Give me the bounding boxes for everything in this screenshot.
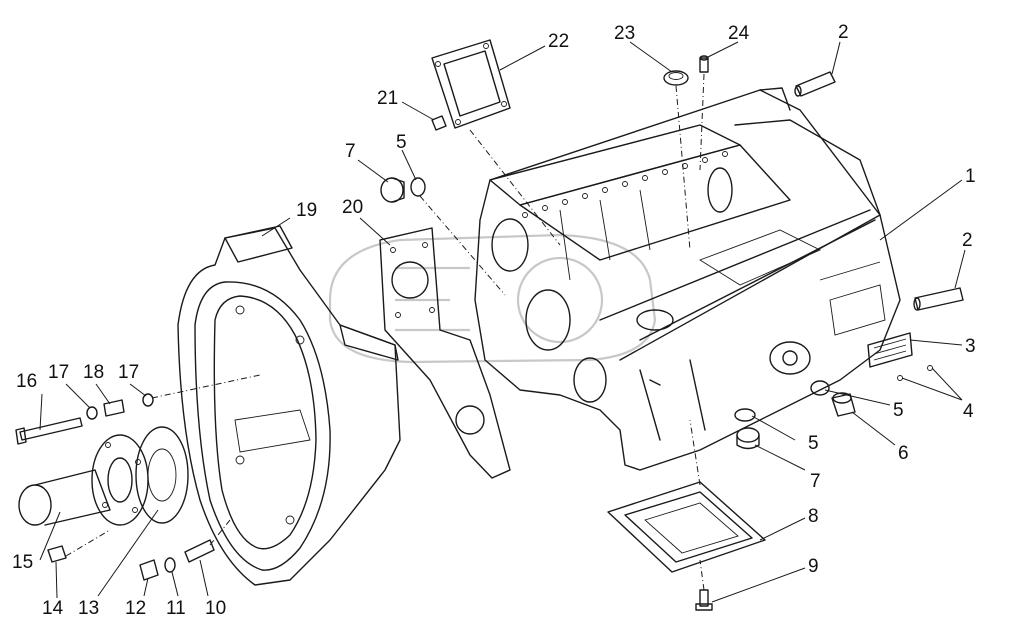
- spacer-18: [103, 399, 125, 417]
- leader-lines: [39, 41, 966, 603]
- callout-23: 23: [614, 23, 635, 44]
- callout-18: 18: [83, 362, 104, 383]
- bottom-cover: [607, 481, 766, 573]
- nameplate: [867, 332, 913, 368]
- nut-14: [47, 545, 67, 563]
- pin-24: [699, 55, 709, 73]
- plug-23: [663, 70, 689, 86]
- transmission-housing: [474, 87, 901, 471]
- bolt-21: [431, 115, 447, 131]
- drain-plug-upper: [380, 177, 405, 203]
- callout-13: 13: [78, 598, 99, 619]
- callout-7-upper: 7: [345, 141, 356, 162]
- washer-lower: [734, 408, 756, 422]
- callout-10: 10: [205, 598, 226, 619]
- callout-14: 14: [42, 598, 64, 619]
- callout-12: 12: [125, 598, 146, 619]
- washer-11: [164, 557, 176, 573]
- nut-12: [139, 559, 159, 581]
- clutch-housing: [177, 225, 401, 586]
- callout-17-left: 17: [48, 362, 69, 383]
- callout-5-lower: 5: [808, 433, 819, 454]
- callout-24: 24: [728, 23, 750, 44]
- drain-plug-lower: [736, 427, 760, 450]
- callout-8: 8: [808, 506, 819, 527]
- callout-4: 4: [963, 401, 974, 422]
- callout-labels: 1 2 2 3 4 5 5 5 6 7 7 8 9 10 11 12 13 14…: [12, 22, 976, 619]
- callout-16: 16: [16, 371, 37, 392]
- top-cover-gasket: [431, 39, 511, 129]
- input-shaft-bearing-cover: [18, 434, 149, 526]
- bolt-16: [15, 417, 83, 445]
- callout-15: 15: [12, 552, 33, 573]
- dowel-pin-right: [913, 287, 964, 311]
- callout-1: 1: [965, 166, 976, 187]
- washer-17-right: [142, 393, 154, 407]
- callout-7-lower: 7: [810, 471, 821, 492]
- callout-2-top: 2: [838, 22, 849, 43]
- front-gasket: [379, 227, 511, 479]
- stud-10: [184, 539, 215, 563]
- filler-plug: [831, 392, 856, 417]
- dowel-pin-top: [794, 71, 836, 97]
- assembly-axes: [65, 73, 705, 591]
- callout-17-right: 17: [118, 362, 139, 383]
- bolt-9: [695, 589, 713, 611]
- washer-17-left: [86, 406, 98, 420]
- washer-right: [810, 380, 830, 396]
- callout-3: 3: [965, 336, 976, 357]
- callout-19: 19: [296, 200, 317, 221]
- washer-upper: [410, 177, 426, 197]
- callout-11: 11: [166, 598, 186, 619]
- watermark-logo: [328, 233, 657, 364]
- callout-5-right: 5: [893, 400, 904, 421]
- callout-20: 20: [342, 197, 363, 218]
- front-cover-gasket: [135, 426, 189, 524]
- callout-9: 9: [808, 556, 819, 577]
- callout-5-upper: 5: [396, 132, 407, 153]
- callout-6: 6: [898, 443, 909, 464]
- callout-22: 22: [548, 31, 569, 52]
- callout-21: 21: [377, 88, 398, 109]
- callout-2-right: 2: [962, 230, 973, 251]
